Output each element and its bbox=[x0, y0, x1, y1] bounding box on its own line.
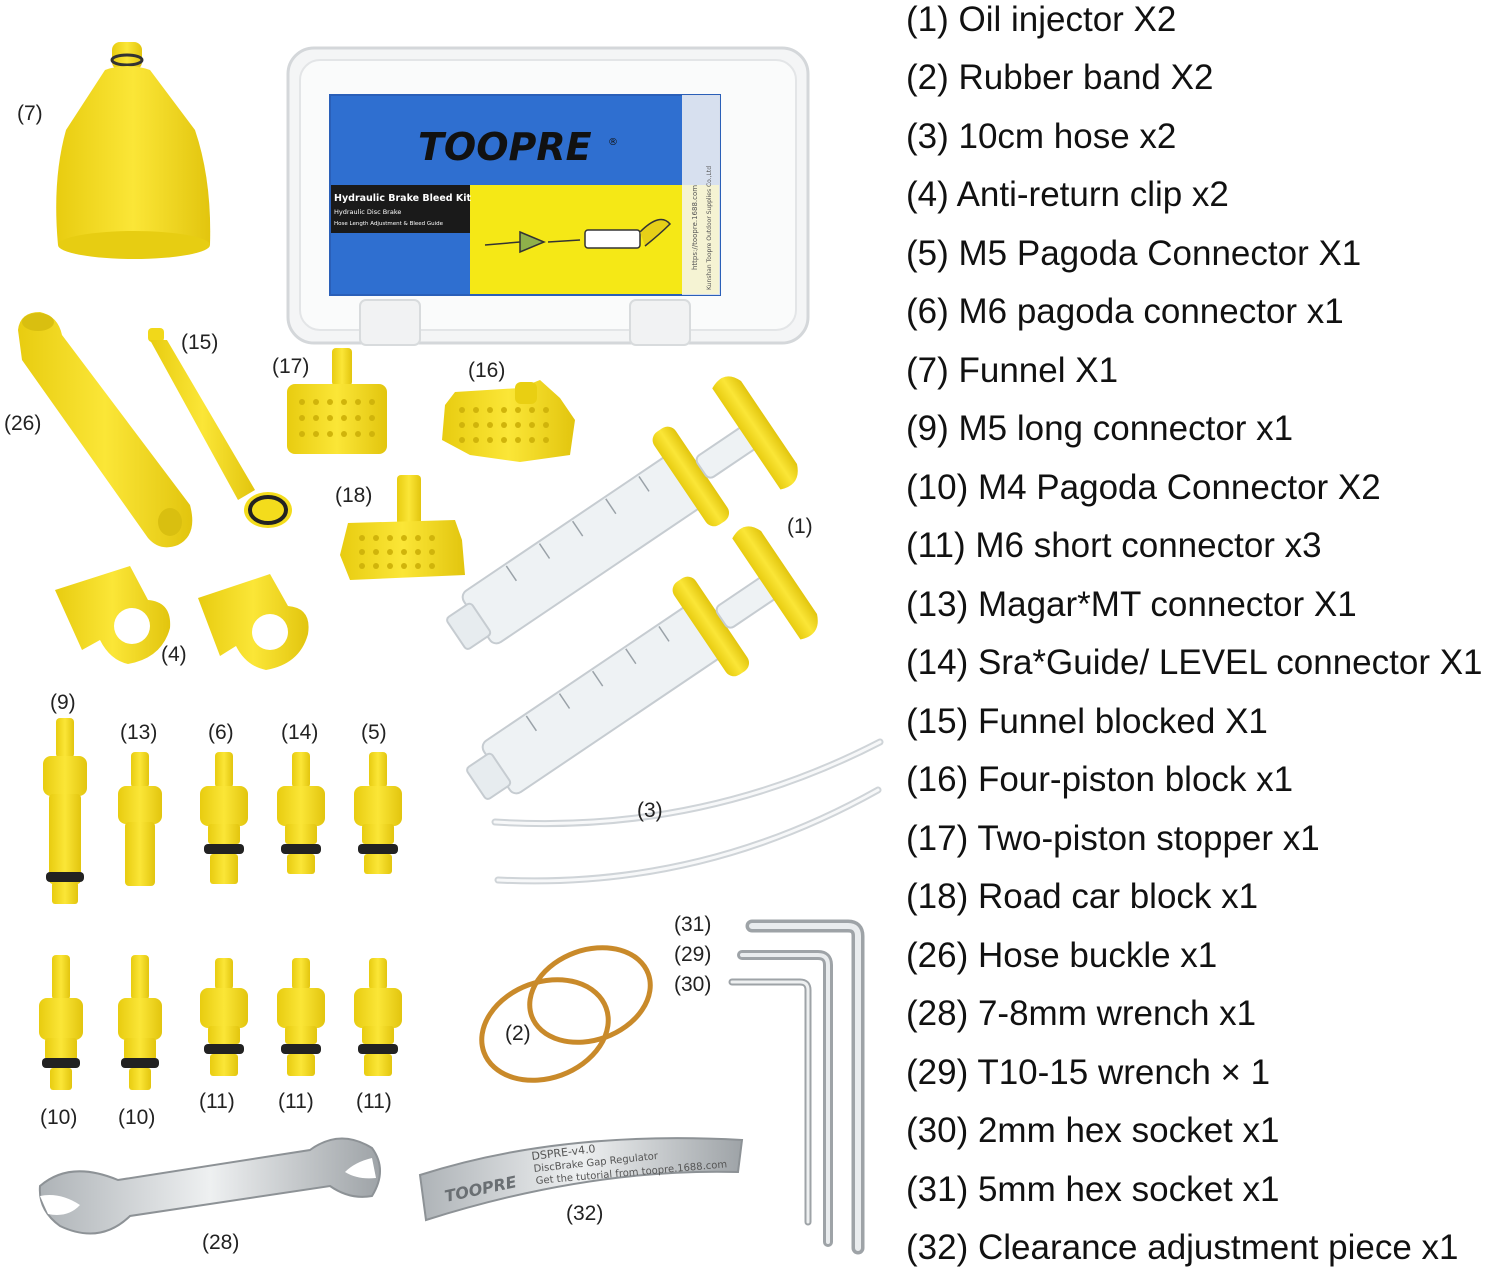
callout-15: (15) bbox=[181, 331, 219, 354]
parts-list: (1) Oil injector X2 (2) Rubber band X2 (… bbox=[906, 0, 1500, 1271]
connector-m5-long bbox=[43, 718, 87, 904]
callout-11-c: (11) bbox=[356, 1090, 392, 1113]
hose-buckle-part bbox=[18, 312, 193, 548]
connector-m6-pagoda bbox=[200, 752, 248, 884]
parts-list-item: (16) Four-piston block x1 bbox=[906, 760, 1294, 799]
oil-injector-bottom bbox=[466, 526, 818, 800]
parts-list-item: (2) Rubber band X2 bbox=[906, 58, 1214, 97]
parts-list-item: (3) 10cm hose x2 bbox=[906, 117, 1177, 156]
parts-list-item: (28) 7-8mm wrench x1 bbox=[906, 994, 1257, 1033]
callout-14: (14) bbox=[281, 721, 319, 744]
box-brand: TOOPRE bbox=[418, 125, 592, 169]
callout-11-a: (11) bbox=[199, 1090, 235, 1113]
box-kit-subtitle-1: Hydraulic Disc Brake bbox=[334, 208, 401, 216]
parts-list-item: (31) 5mm hex socket x1 bbox=[906, 1170, 1280, 1209]
callout-16: (16) bbox=[468, 359, 506, 382]
callout-32: (32) bbox=[566, 1202, 604, 1225]
parts-list-item: (4) Anti-return clip x2 bbox=[906, 175, 1229, 214]
connector-m6-short-2 bbox=[277, 958, 325, 1076]
parts-list-item: (29) T10-15 wrench × 1 bbox=[906, 1053, 1271, 1092]
parts-list-item: (18) Road car block x1 bbox=[906, 877, 1259, 916]
parts-list-item: (13) Magar*MT connector X1 bbox=[906, 585, 1357, 624]
connector-magura-mt bbox=[118, 752, 162, 886]
anti-return-clip-left bbox=[55, 566, 171, 664]
hex-key-2mm bbox=[728, 978, 812, 1226]
connector-m5-pagoda bbox=[354, 752, 402, 874]
callout-28: (28) bbox=[202, 1231, 240, 1254]
box-kit-subtitle-2: Hose Length Adjustment & Bleed Guide bbox=[334, 221, 444, 227]
rubber-bands bbox=[479, 945, 653, 1083]
callout-11-b: (11) bbox=[278, 1090, 314, 1113]
connector-m6-short-3 bbox=[354, 958, 402, 1076]
anti-return-clip-right bbox=[198, 574, 309, 670]
parts-list-item: (17) Two-piston stopper x1 bbox=[906, 819, 1320, 858]
box-panel-syringe-graphic bbox=[484, 218, 672, 254]
hex-key-t10-15 bbox=[737, 950, 833, 1247]
road-block-part bbox=[340, 475, 465, 580]
callout-10-b: (10) bbox=[118, 1106, 156, 1129]
parts-list-item: (32) Clearance adjustment piece x1 bbox=[906, 1228, 1459, 1267]
box-kit-title: Hydraulic Brake Bleed Kit bbox=[334, 193, 472, 204]
kit-illustration: TOOPRE ® Hydraulic Brake Bleed Kit Hydra… bbox=[18, 42, 884, 1255]
callout-9: (9) bbox=[50, 691, 76, 714]
wrench-7-8mm bbox=[38, 1137, 381, 1235]
parts-list-item: (26) Hose buckle x1 bbox=[906, 936, 1218, 975]
connector-m4-pagoda-2 bbox=[118, 955, 162, 1090]
callout-13: (13) bbox=[120, 721, 158, 744]
hex-key-5mm bbox=[745, 919, 865, 1255]
callout-7: (7) bbox=[17, 102, 43, 125]
callout-6: (6) bbox=[208, 721, 234, 744]
callout-26: (26) bbox=[4, 412, 42, 435]
storage-box: TOOPRE ® Hydraulic Brake Bleed Kit Hydra… bbox=[286, 46, 810, 346]
callout-2: (2) bbox=[505, 1022, 531, 1045]
callout-18: (18) bbox=[335, 484, 373, 507]
callout-1: (1) bbox=[787, 515, 813, 538]
callout-10-a: (10) bbox=[40, 1106, 78, 1129]
box-side-url: https://toopre.1688.com bbox=[691, 185, 699, 270]
box-side-company: Kunshan Toopre Outdoor Supplies Co.,Ltd bbox=[706, 166, 713, 290]
parts-list-item: (5) M5 Pagoda Connector X1 bbox=[906, 234, 1362, 273]
parts-list-item: (11) M6 short connector x3 bbox=[906, 526, 1322, 565]
funnel-blocker-part bbox=[148, 328, 292, 528]
parts-list-item: (9) M5 long connector x1 bbox=[906, 409, 1294, 448]
callout-31: (31) bbox=[674, 913, 712, 936]
parts-list-item: (30) 2mm hex socket x1 bbox=[906, 1111, 1280, 1150]
callout-29: (29) bbox=[674, 943, 712, 966]
callout-3: (3) bbox=[637, 799, 663, 822]
callout-17: (17) bbox=[272, 355, 310, 378]
funnel-part bbox=[56, 42, 211, 259]
parts-list-item: (7) Funnel X1 bbox=[906, 351, 1119, 390]
parts-list-item: (14) Sra*Guide/ LEVEL connector X1 bbox=[906, 643, 1483, 682]
box-registered-mark: ® bbox=[608, 137, 618, 148]
hose-pieces bbox=[491, 738, 884, 885]
four-piston-block-part bbox=[442, 380, 575, 462]
parts-list-item: (1) Oil injector X2 bbox=[906, 0, 1177, 39]
connector-m4-pagoda-1 bbox=[39, 955, 83, 1090]
parts-list-item: (6) M6 pagoda connector x1 bbox=[906, 292, 1344, 331]
oil-injector-top bbox=[446, 376, 798, 650]
parts-list-item: (15) Funnel blocked X1 bbox=[906, 702, 1268, 741]
callout-5: (5) bbox=[361, 721, 387, 744]
callout-30: (30) bbox=[674, 973, 712, 996]
connector-sram-guide-level bbox=[277, 752, 325, 874]
two-piston-stopper-part bbox=[287, 348, 387, 454]
parts-list-item: (10) M4 Pagoda Connector X2 bbox=[906, 468, 1381, 507]
box-label-panel: TOOPRE ® Hydraulic Brake Bleed Kit Hydra… bbox=[329, 94, 721, 296]
connector-m6-short-1 bbox=[200, 958, 248, 1076]
callout-4: (4) bbox=[161, 643, 187, 666]
